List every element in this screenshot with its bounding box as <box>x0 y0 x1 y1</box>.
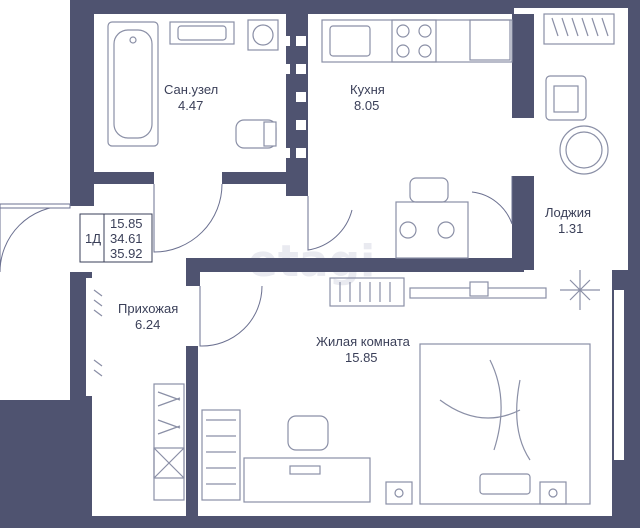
bed <box>419 343 591 505</box>
nightstand-right <box>539 481 567 505</box>
bathroom-area: 4.47 <box>178 98 203 113</box>
chair <box>287 415 329 451</box>
kitchen-table <box>395 201 469 259</box>
desk <box>243 457 371 503</box>
bathroom-name: Сан.узел <box>164 82 218 97</box>
doors <box>0 176 513 347</box>
plant <box>560 270 600 310</box>
total-with-loggia: 35.92 <box>110 246 143 261</box>
nightstand-left <box>385 481 413 505</box>
kitchen-area: 8.05 <box>354 98 379 113</box>
wardrobe <box>153 383 185 501</box>
area-summary: 1Д 15.85 34.61 35.92 <box>79 213 153 263</box>
living-name: Жилая комната <box>316 334 411 349</box>
bathroom-fixtures <box>107 19 279 149</box>
stove <box>391 19 437 63</box>
sink <box>169 21 235 45</box>
apartment-type: 1Д <box>85 231 101 246</box>
total-area: 34.61 <box>110 231 143 246</box>
loggia-area: 1.31 <box>558 221 583 236</box>
living-fixtures <box>201 270 600 505</box>
kitchen-fixtures <box>321 19 513 259</box>
kitchen-sink <box>329 25 371 57</box>
kitchen-name: Кухня <box>350 82 385 97</box>
shelf <box>329 277 405 307</box>
hallway-fixtures <box>93 289 185 501</box>
hallway-area: 6.24 <box>135 317 160 332</box>
round-table <box>559 125 609 175</box>
loggia-fixtures <box>543 13 615 175</box>
armchair <box>545 75 587 121</box>
fridge <box>469 19 511 61</box>
bathtub <box>107 21 159 147</box>
tv <box>469 281 489 297</box>
bookcase <box>201 409 241 501</box>
living-area: 15.85 <box>345 350 378 365</box>
loggia-name: Лоджия <box>545 205 591 220</box>
windows <box>86 36 624 460</box>
living-area: 15.85 <box>110 216 143 231</box>
hallway-name: Прихожая <box>118 301 178 316</box>
counter <box>321 19 513 63</box>
